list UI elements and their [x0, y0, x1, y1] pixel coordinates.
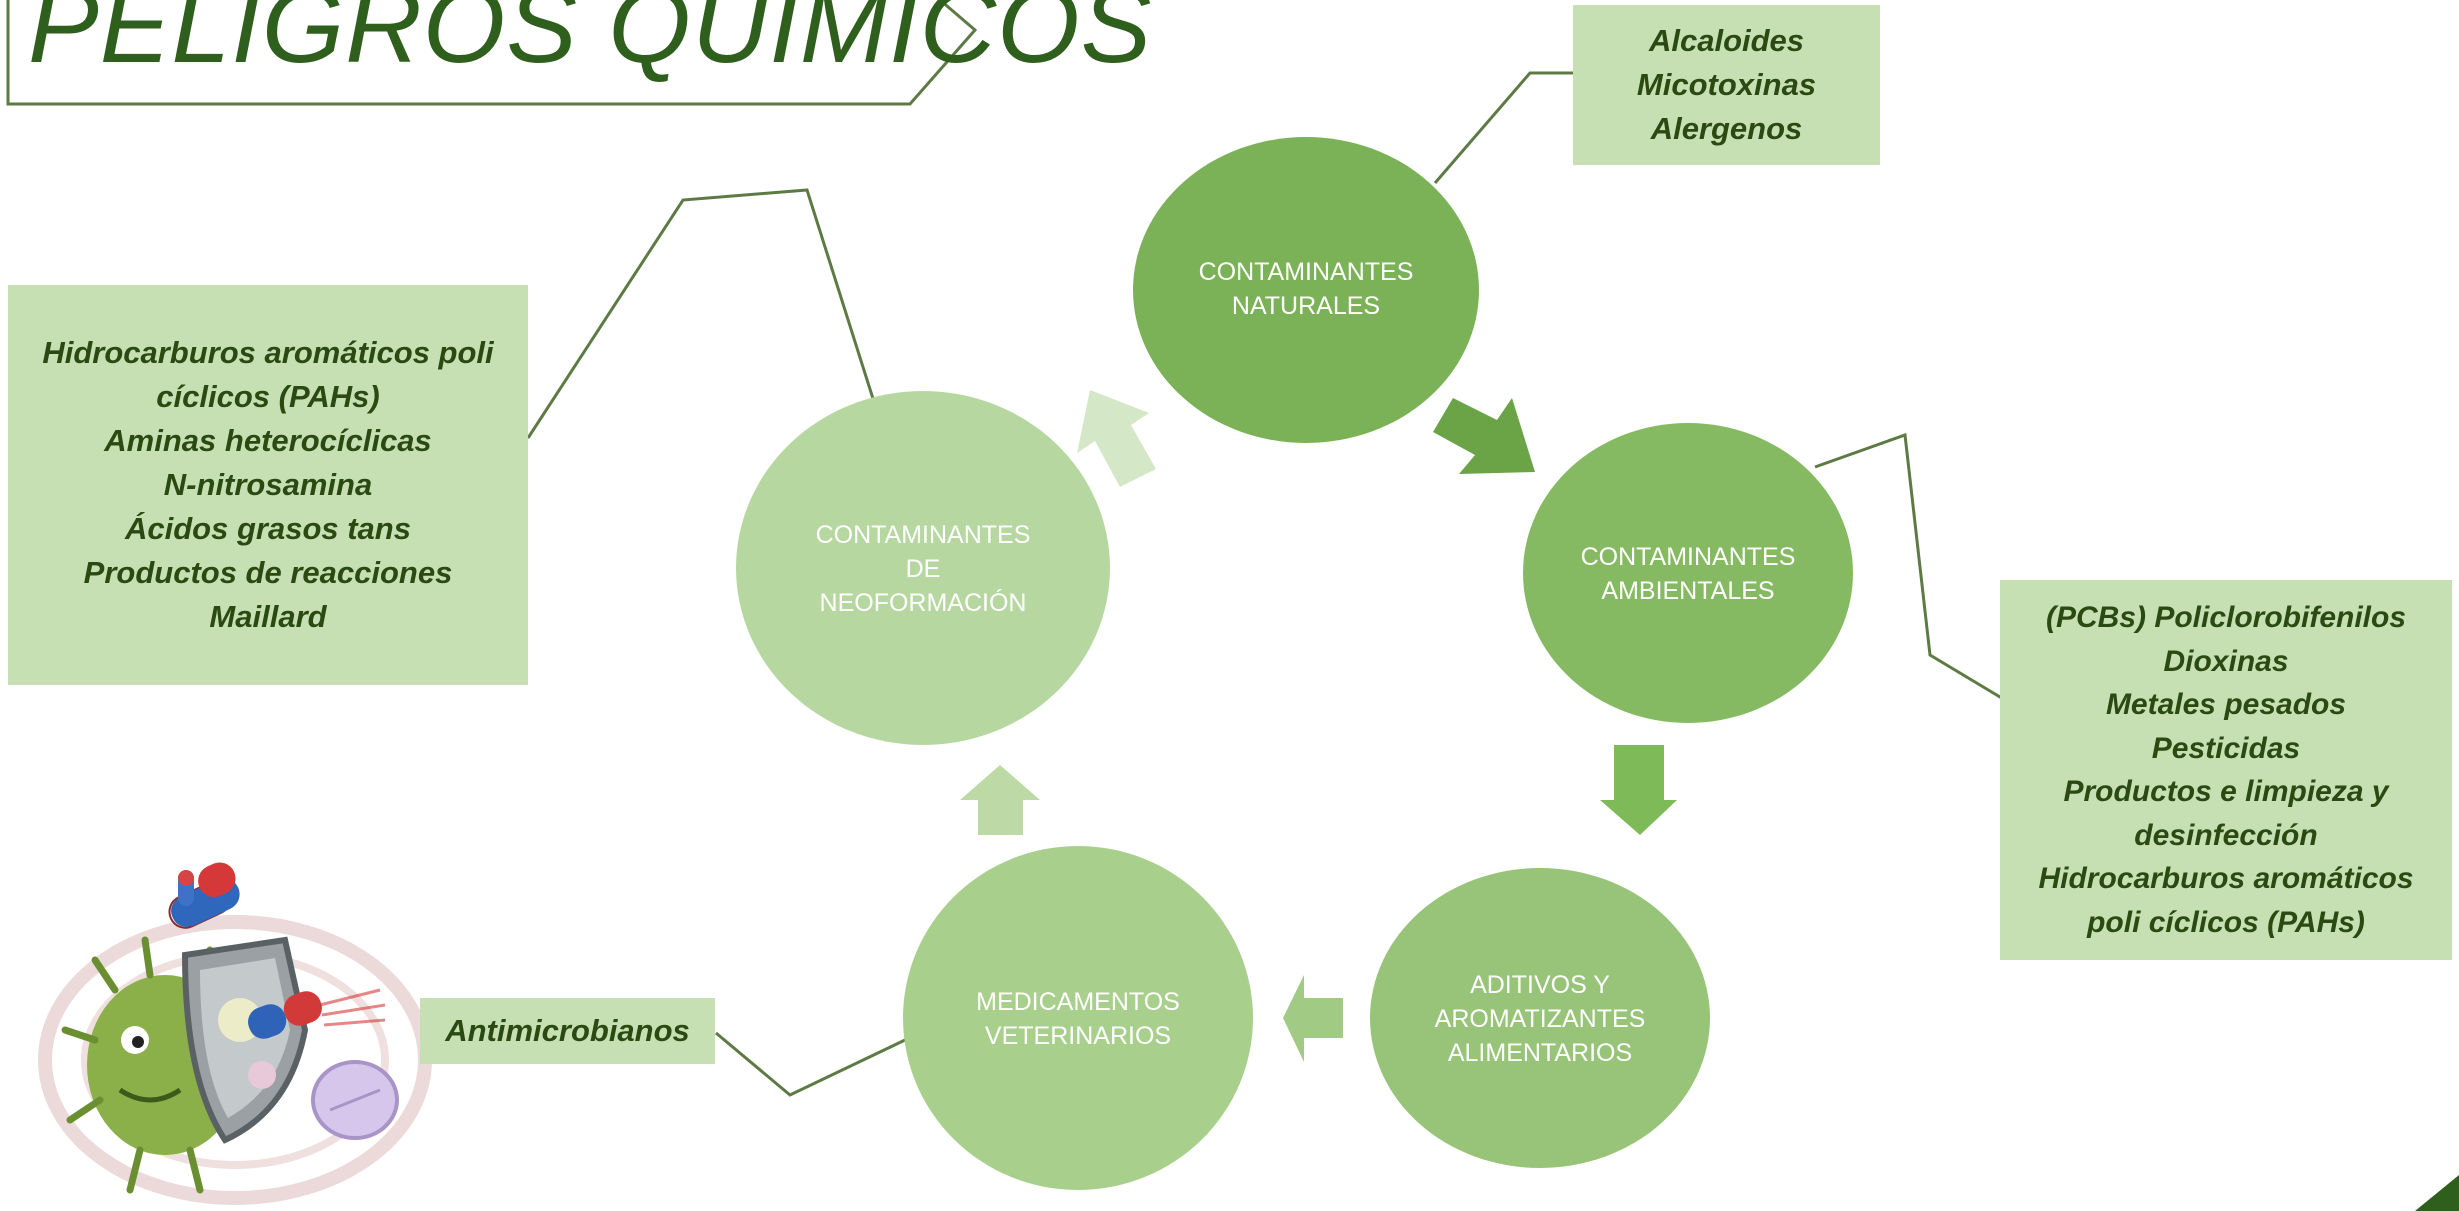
box-item: desinfección — [2134, 818, 2318, 852]
box-neoformacion: Hidrocarburos aromáticos poli cíclicos (… — [8, 285, 528, 685]
node-circle-naturales — [1133, 137, 1479, 443]
node-label-line: AROMATIZANTES — [1434, 1005, 1646, 1034]
node-label-naturales: CONTAMINANTES NATURALES — [1160, 240, 1452, 340]
box-medicamentos: Antimicrobianos — [420, 998, 715, 1064]
box-item: poli cíclicos (PAHs) — [2087, 905, 2365, 939]
box-item: Alergenos — [1650, 111, 1803, 146]
arrow-medicamentos-to-neoformacion — [960, 765, 1040, 835]
node-label-line: DE — [905, 555, 941, 584]
box-item: Productos e limpieza y — [2063, 775, 2389, 808]
box-item: Alcaloides — [1648, 22, 1805, 58]
node-label-line: NEOFORMACIÓN — [819, 588, 1027, 617]
box-item: Hidrocarburos aromáticos — [2038, 862, 2414, 895]
germ-with-shield-and-pills-icon — [38, 862, 432, 1205]
page-title: PELIGROS QUÍMICOS — [28, 0, 1153, 85]
node-label-line: CONTAMINANTES — [1580, 543, 1796, 572]
arrow-neoformacion-to-naturales — [1077, 390, 1156, 487]
box-item: Aminas heterocíclicas — [104, 422, 432, 458]
corner-decoration — [2415, 1175, 2459, 1211]
node-label-line: MEDICAMENTOS — [976, 988, 1180, 1017]
box-item: (PCBs) Policlorobifenilos — [2045, 601, 2407, 634]
box-item: N-nitrosamina — [163, 466, 373, 502]
box-item: Pesticidas — [2151, 731, 2301, 765]
node-circle-neoformacion — [736, 391, 1110, 745]
node-label-medicamentos: MEDICAMENTOS VETERINARIOS — [935, 970, 1221, 1070]
arrow-aditivos-to-medicamentos — [1283, 975, 1343, 1062]
box-item: cíclicos (PAHs) — [156, 378, 380, 414]
node-label-line: ADITIVOS Y — [1470, 971, 1610, 1000]
box-item: Productos de reacciones — [83, 555, 453, 591]
arrow-naturales-to-ambientales — [1433, 398, 1535, 474]
connector-naturales — [1433, 71, 1578, 184]
box-item: Hidrocarburos aromáticos poli — [42, 334, 494, 370]
node-label-line: CONTAMINANTES — [1198, 258, 1414, 287]
node-circle-aditivos — [1370, 868, 1710, 1168]
node-label-aditivos: ADITIVOS Y AROMATIZANTES ALIMENTARIOS — [1385, 960, 1695, 1080]
node-circle-medicamentos — [903, 846, 1253, 1190]
node-circle-ambientales — [1523, 423, 1853, 723]
title-frame — [6, 0, 978, 106]
box-naturales: Alcaloides Micotoxinas Alergenos — [1573, 5, 1880, 165]
connector-medicamentos — [715, 1031, 906, 1097]
box-item: Micotoxinas — [1636, 66, 1817, 102]
box-item: Metales pesados — [2105, 688, 2347, 721]
node-label-neoformacion: CONTAMINANTES DE NEOFORMACIÓN — [780, 510, 1066, 630]
node-label-line: AMBIENTALES — [1601, 577, 1775, 605]
node-label-line: CONTAMINANTES — [815, 521, 1031, 550]
node-label-ambientales: CONTAMINANTES AMBIENTALES — [1544, 525, 1832, 625]
node-label-line: NATURALES — [1231, 292, 1381, 320]
box-ambientales: (PCBs) Policlorobifenilos Dioxinas Metal… — [2000, 580, 2452, 960]
connector-neoformacion — [526, 188, 877, 439]
arrow-ambientales-to-aditivos — [1600, 745, 1677, 835]
box-item: Maillard — [209, 599, 327, 635]
box-item: Antimicrobianos — [445, 1013, 690, 1048]
box-item: Ácidos grasos tans — [125, 511, 411, 546]
node-label-line: ALIMENTARIOS — [1447, 1038, 1633, 1067]
node-label-line: VETERINARIOS — [984, 1022, 1172, 1050]
box-item: Dioxinas — [2163, 644, 2289, 678]
connector-ambientales — [1814, 432, 2006, 702]
